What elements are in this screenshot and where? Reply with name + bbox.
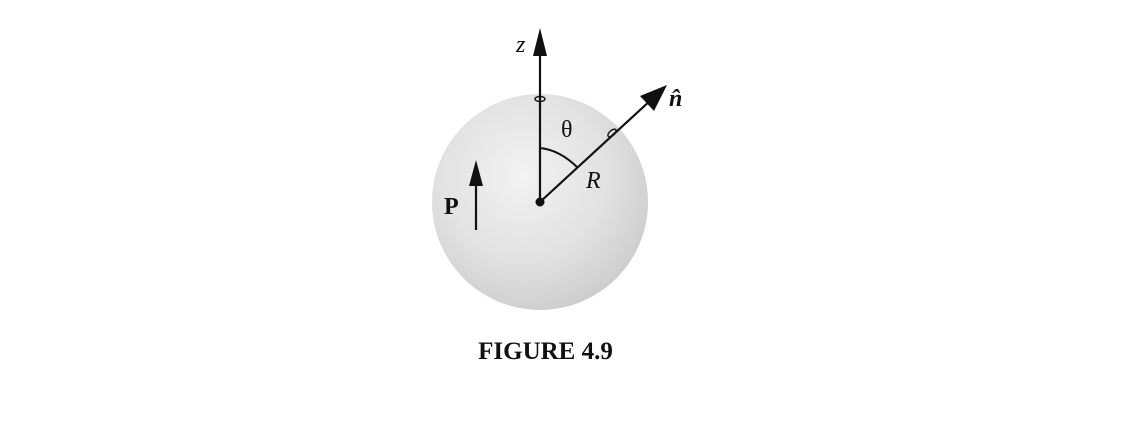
center-dot [535, 197, 545, 207]
z-axis-label: z [515, 32, 526, 58]
radius-label: R [585, 168, 601, 194]
polarization-arrowhead [469, 160, 483, 186]
figure-caption: FIGURE 4.9 [478, 338, 613, 365]
radius-surface-marker [607, 128, 617, 138]
n-hat-label: n̂ [669, 86, 682, 112]
z-axis-arrowhead [533, 28, 547, 56]
theta-arc [539, 147, 579, 169]
z-axis-surface-marker [534, 95, 546, 103]
radius-line [539, 98, 653, 203]
theta-label: θ [561, 117, 573, 143]
polarization-label: P [444, 194, 459, 220]
n-hat-arrowhead [640, 85, 667, 111]
